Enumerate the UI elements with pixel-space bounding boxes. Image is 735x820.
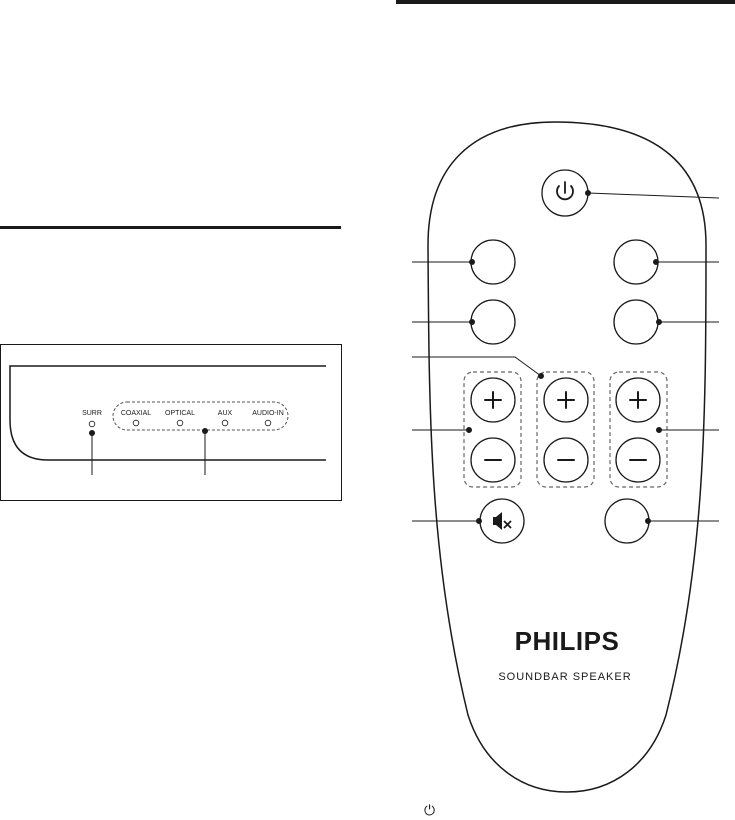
remote-control: PHILIPS SOUNDBAR SPEAKER (427, 121, 707, 793)
center-minus-button[interactable] (543, 437, 589, 483)
callout-dot-sources (202, 428, 208, 434)
left-plus-minus-group (463, 371, 522, 488)
aux-label: AUX (218, 410, 233, 417)
right-minus-button[interactable] (615, 437, 661, 483)
center-plus-minus-group (536, 371, 595, 488)
coaxial-label: COAXIAL (121, 410, 151, 417)
section-rule-right (396, 0, 735, 4)
plus-icon (484, 391, 647, 409)
optical-label: OPTICAL (165, 410, 195, 417)
panel-outline (9, 365, 326, 461)
coaxial-indicator (132, 419, 140, 427)
remote-callouts-left (412, 259, 544, 524)
left-minus-button[interactable] (470, 437, 516, 483)
center-plus-button[interactable] (543, 377, 589, 423)
right-plus-button[interactable] (615, 377, 661, 423)
aux-indicator (221, 419, 229, 427)
model-label: SOUNDBAR SPEAKER (498, 671, 631, 683)
audio-in-label: AUDIO-IN (252, 410, 284, 417)
optical-indicator (176, 419, 184, 427)
audio-in-indicator (264, 419, 272, 427)
button-top-right[interactable] (613, 239, 659, 285)
power-icon (556, 181, 574, 201)
section-rule-left (0, 226, 341, 229)
front-panel: SURR COAXIAL OPTICAL AUX AUDIO-IN (0, 344, 342, 501)
button-top-left[interactable] (470, 239, 516, 285)
brand-logo: PHILIPS (515, 626, 620, 656)
panel-frame (0, 344, 342, 501)
surr-indicator (88, 420, 96, 428)
remote-body (427, 121, 707, 793)
callout-dot-surr (89, 430, 95, 436)
button-mid-left[interactable] (470, 299, 516, 345)
power-symbol: ⏻ (424, 802, 436, 818)
mute-icon (493, 512, 512, 530)
surr-label: SURR (82, 410, 102, 417)
left-plus-button[interactable] (470, 377, 516, 423)
button-bottom-right[interactable] (604, 498, 650, 544)
remote-callouts (585, 190, 720, 524)
button-mid-right[interactable] (613, 299, 659, 345)
